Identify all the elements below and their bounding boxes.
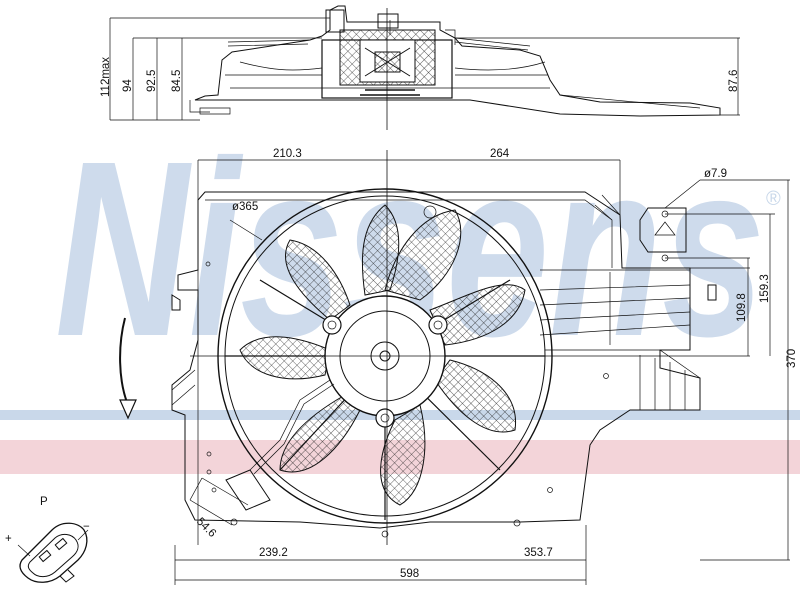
front-dimension-lines — [174, 150, 790, 585]
dim-353-7: 353.7 — [524, 547, 553, 559]
rotation-arrow — [119, 317, 137, 420]
connector-plus: + — [5, 533, 12, 545]
dim-210-3: 210.3 — [273, 148, 302, 160]
dim-264: 264 — [490, 148, 510, 160]
dim-fan-diameter: ø365 — [232, 201, 258, 213]
wire-connector — [225, 469, 271, 511]
dim-hole-diameter: ø7.9 — [704, 168, 727, 180]
dim-87-6: 87.6 — [728, 70, 740, 92]
dim-239-2: 239.2 — [259, 547, 288, 559]
dim-598: 598 — [400, 568, 419, 580]
hub-bolt-2 — [428, 315, 448, 335]
dim-92-5: 92.5 — [146, 70, 158, 92]
hub-bolt-3 — [375, 408, 395, 428]
dim-159-3: 159.3 — [759, 274, 771, 303]
dim-109-8: 109.8 — [736, 293, 748, 322]
dim-94: 94 — [122, 79, 134, 92]
connector-pin-1 — [38, 549, 52, 563]
dim-overall-height: 112max — [100, 57, 112, 97]
dim-54-6: 54.6 — [194, 516, 218, 540]
connector-detail — [17, 522, 89, 583]
side-view — [109, 5, 740, 130]
watermark-blue-bar — [0, 410, 800, 420]
hub-bolt-1 — [322, 315, 342, 335]
connector-body — [19, 522, 88, 583]
dim-370: 370 — [786, 349, 798, 368]
watermark-registered: ® — [766, 188, 781, 210]
connector-pin-2 — [54, 537, 68, 551]
connector-label: P — [40, 496, 48, 508]
dim-84-5: 84.5 — [171, 70, 183, 92]
connector-minus: − — [83, 521, 90, 533]
